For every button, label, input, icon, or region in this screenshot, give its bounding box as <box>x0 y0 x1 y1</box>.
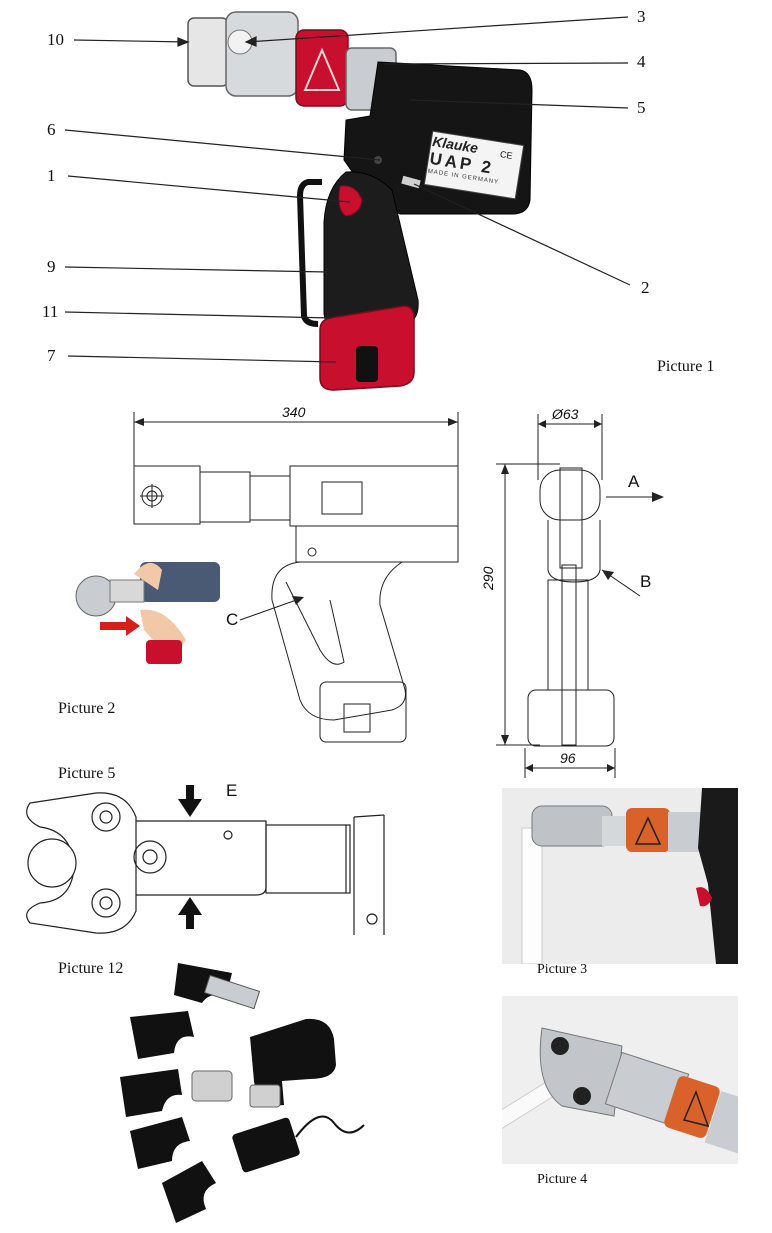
jaw-insert-2 <box>130 1011 194 1059</box>
tool-body <box>698 788 738 964</box>
jaw-insert-3 <box>120 1069 182 1117</box>
cylinder-outline <box>265 824 351 894</box>
side-view-battery <box>319 681 407 743</box>
side-view-handle <box>271 561 406 721</box>
picture12-accessories <box>110 955 390 1230</box>
picture2-illustration <box>70 550 230 670</box>
picture5-drawing: E <box>0 781 400 945</box>
warning-triangle-icon <box>303 47 341 91</box>
handle-guard <box>296 179 322 327</box>
trigger-button <box>338 185 363 217</box>
trigger-button <box>696 887 712 907</box>
tool-illustration <box>64 11 631 391</box>
callout-2: 2 <box>641 278 650 297</box>
caption-picture4: Picture 4 <box>537 1172 588 1187</box>
warning-triangle-icon <box>634 816 662 845</box>
dim-label-width: 96 <box>560 750 576 766</box>
nameplate <box>423 130 525 200</box>
red-band <box>295 29 349 107</box>
caption-picture5: Picture 5 <box>58 765 116 782</box>
caption-picture12: Picture 12 <box>58 960 124 977</box>
jaw-insert-5 <box>162 1161 216 1223</box>
spare-battery <box>249 1084 281 1108</box>
front-view-grip <box>547 579 589 691</box>
front-view-guard <box>547 520 601 583</box>
picture1-figure: Klauke UAP 2 MADE IN GERMANY CE 10 3 4 5… <box>0 0 772 395</box>
caption-picture2: Picture 2 <box>58 700 116 717</box>
ce-mark: CE <box>499 149 514 161</box>
orange-band <box>626 808 670 852</box>
technical-drawing: 340 Ø63 290 96 A B C Picture 2 <box>0 400 772 780</box>
orange-band <box>664 1076 720 1138</box>
battery-release <box>356 346 378 382</box>
view-label-b: B <box>640 572 652 591</box>
callout-1: 1 <box>47 166 56 185</box>
callout-lines <box>64 16 631 363</box>
side-view-body <box>289 465 459 527</box>
picture4-photo <box>502 996 738 1164</box>
view-label-c: C <box>226 610 239 629</box>
jaw-head <box>531 805 613 847</box>
callout-5: 5 <box>637 98 646 117</box>
charger <box>232 1117 300 1173</box>
press-head <box>187 17 229 87</box>
view-label-e: E <box>226 781 238 800</box>
callout-9: 9 <box>47 257 56 276</box>
caption-picture3: Picture 3 <box>537 962 588 977</box>
arrow-c <box>239 597 303 621</box>
red-arrow-icon <box>100 616 140 636</box>
side-view-head <box>133 465 201 525</box>
callout-7: 7 <box>47 346 56 365</box>
front-view-battery <box>527 689 615 747</box>
jaw-outline <box>26 792 137 934</box>
adapter <box>191 1070 233 1102</box>
callout-11: 11 <box>42 302 59 321</box>
dim-label-length: 340 <box>282 404 306 420</box>
left-hand <box>134 562 162 590</box>
dim-label-diameter: Ø63 <box>552 406 579 422</box>
callout-4: 4 <box>637 52 646 71</box>
warning-triangle-icon <box>682 1089 710 1128</box>
caption-picture1: Picture 1 <box>657 358 715 375</box>
picture3-photo <box>502 788 738 964</box>
callout-3: 3 <box>637 7 646 26</box>
dim-label-height: 290 <box>480 566 496 590</box>
jaw-housing <box>136 820 267 896</box>
dimension-drawing <box>133 412 664 778</box>
charger-cable <box>295 1115 365 1138</box>
view-label-a: A <box>628 472 640 491</box>
pipe <box>521 827 543 964</box>
callout-10: 10 <box>47 30 64 49</box>
jaw-insert-4 <box>130 1117 190 1169</box>
front-view-head <box>539 469 601 521</box>
press-arrows <box>178 785 202 929</box>
callout-6: 6 <box>47 120 56 139</box>
